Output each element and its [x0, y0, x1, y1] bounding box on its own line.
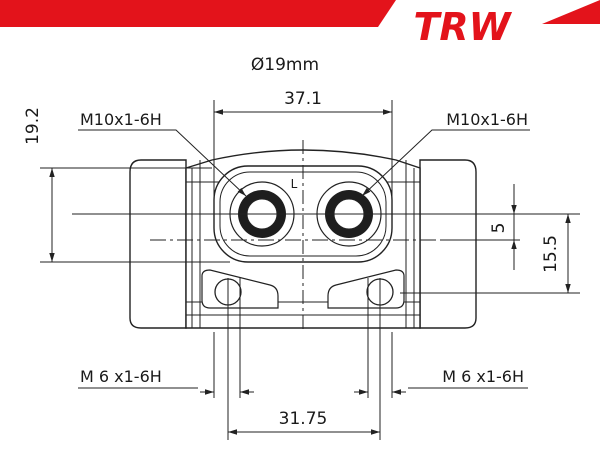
leader-lines	[78, 129, 530, 389]
bleed-spacing-label: 31.75	[279, 409, 328, 429]
offset-large-label: 15.5	[541, 235, 561, 273]
right-bleed-thread-label: M 6 x1-6H	[442, 367, 524, 386]
dimension-lines	[49, 109, 571, 435]
offset-small-label: 5	[489, 223, 509, 234]
trw-logo: TRW	[413, 5, 512, 49]
left-port-thread-label: M10x1-6H	[80, 110, 162, 129]
bore-diameter-label: Ø19mm	[251, 55, 319, 75]
right-port-thread-label: M10x1-6H	[446, 110, 528, 129]
left-bleed-thread-label: M 6 x1-6H	[80, 367, 162, 386]
construction-lines	[40, 100, 580, 440]
port-spacing-label: 37.1	[284, 89, 322, 109]
header-banner	[0, 0, 396, 27]
left-end-cap	[129, 159, 187, 329]
overall-height-label: 19.2	[23, 107, 43, 145]
center-mark-label: L	[291, 177, 298, 191]
trw-logo-text: TRW	[413, 5, 512, 49]
right-end-cap	[419, 159, 477, 329]
header-banner-tip	[542, 0, 600, 24]
